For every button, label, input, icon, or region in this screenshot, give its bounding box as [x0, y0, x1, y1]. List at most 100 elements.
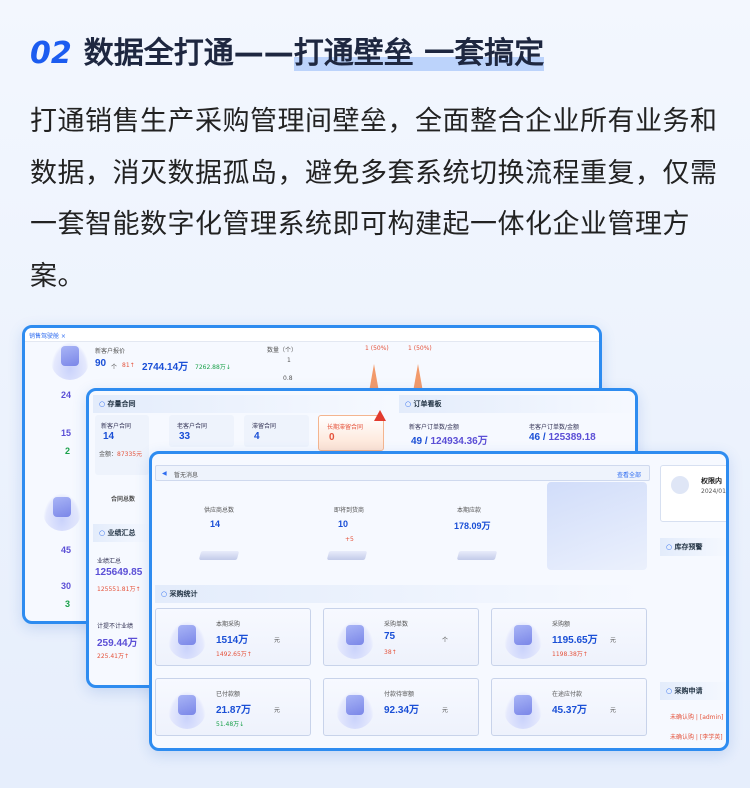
form-icon: [43, 493, 81, 531]
purchase-unit: 元: [274, 637, 281, 644]
notice-bar: ◀ 暂无消息 查看全部: [155, 465, 650, 481]
tab-sales-cockpit[interactable]: 销售驾驶舱 ×: [25, 328, 599, 342]
request-user: [admin]: [699, 714, 724, 721]
peak-label: 1 (50%): [408, 345, 432, 352]
amount-value: 87335元: [117, 451, 143, 458]
quote-amount-delta: 7262.88万↓: [195, 364, 231, 371]
stat-label: 本期应款: [457, 507, 482, 514]
perf-value: 125649.85: [95, 567, 143, 578]
stat: 3: [65, 599, 71, 609]
purchase-sub: 1492.65万↑: [216, 651, 252, 658]
contract-card[interactable]: 新客户合同 14 金额：87335元: [95, 415, 149, 475]
warning-icon: [374, 410, 386, 421]
purchase-label: 已付款额: [216, 691, 241, 698]
stat-value: 14: [210, 519, 221, 529]
purchase-card[interactable]: 采购额 1195.65万 元 1198.38万↑: [491, 608, 647, 666]
purchase-unit: 元: [610, 707, 617, 714]
perf-sub: 225.41万↑: [97, 653, 130, 660]
contract-card[interactable]: 滞留合同 4: [244, 415, 309, 447]
purchase-value: 92.34万: [384, 705, 420, 716]
order-amount: 125389.18: [548, 432, 596, 443]
section-contracts: 存量合同: [93, 395, 393, 413]
stat-value: 10: [338, 519, 349, 529]
stat-plate: [456, 551, 498, 560]
contract-total-label: 合同总数: [111, 496, 136, 503]
purchase-value: 1195.65万: [552, 635, 598, 646]
stat: 45: [61, 545, 72, 555]
purchase-icon: [504, 691, 542, 729]
purchase-icon: [504, 621, 542, 659]
speaker-icon: ◀: [162, 470, 167, 477]
stat-value: 178.09万: [454, 521, 491, 531]
purchase-icon: [336, 621, 374, 659]
contract-value: 4: [254, 431, 260, 442]
purchase-label: 采购单数: [384, 621, 409, 628]
y-tick: 1: [287, 357, 291, 364]
quote-icon: [51, 342, 89, 380]
purchase-unit: 个: [442, 637, 449, 644]
purchase-window: ◀ 暂无消息 查看全部 供应商总数 14 即将到货商 10 +5 本期应款 17…: [149, 451, 729, 751]
order-label: 老客户订单数/金额: [529, 424, 580, 431]
y-tick: 0.8: [283, 375, 293, 382]
order-count: 49: [411, 436, 423, 447]
order-amount: 124934.36万: [430, 436, 488, 447]
stat: 15: [61, 428, 72, 438]
contract-label: 滞留合同: [252, 423, 277, 430]
purchase-unit: 元: [274, 707, 281, 714]
purchase-sub: 51.48万↓: [216, 721, 245, 728]
section-performance: 业绩汇总: [93, 524, 149, 542]
perf-label: 业绩汇总: [97, 558, 122, 565]
chart-peak: [369, 364, 379, 392]
request-user: [李学英]: [699, 734, 723, 741]
description: 打通销售生产采购管理间壁垒，全面整合企业所有业务和数据，消灭数据孤岛，避免多套系…: [30, 106, 718, 292]
section-inventory: 库存预警: [660, 538, 726, 556]
order-label: 新客户订单数/金额: [409, 424, 460, 431]
view-all-link[interactable]: 查看全部: [616, 472, 641, 479]
purchase-label: 采购额: [552, 621, 571, 628]
purchase-unit: 元: [610, 637, 617, 644]
amount-label: 金额：: [99, 451, 118, 458]
stat-plate: [326, 551, 368, 560]
purchase-sub: 38↑: [384, 649, 397, 656]
purchase-value: 75: [384, 631, 396, 642]
quote-amount: 2744.14万: [142, 362, 189, 373]
perf-label: 计提不计业绩: [97, 623, 134, 630]
unit: 个: [111, 364, 118, 371]
avatar: [671, 476, 689, 494]
purchase-sub: 1198.38万↑: [552, 651, 588, 658]
purchase-value: 45.37万: [552, 705, 588, 716]
user-name: 权限内: [701, 477, 722, 485]
stat-label: 供应商总数: [204, 507, 235, 514]
request-status: 未确认购: [670, 734, 695, 741]
purchase-icon: [336, 691, 374, 729]
page-title: 02 数据全打通——打通壁垒 一套搞定: [30, 28, 545, 72]
purchase-card[interactable]: 已付款额 21.87万 元 51.48万↓: [155, 678, 311, 736]
title-main: 数据全打通——: [83, 36, 294, 71]
contract-card[interactable]: 老客户合同 33: [169, 415, 234, 447]
purchase-card[interactable]: 采购单数 75 个 38↑: [323, 608, 479, 666]
stat: 30: [61, 581, 72, 591]
user-card: 权限内 2024/01/: [660, 465, 726, 522]
request-item[interactable]: 未确认购 | [admin]: [670, 714, 724, 721]
contract-label: 长期滞留合同: [327, 424, 364, 431]
long-stay-contract-card[interactable]: 长期滞留合同 0: [318, 415, 384, 451]
purchase-label: 付款待审额: [384, 691, 415, 698]
contract-value: 0: [329, 432, 335, 443]
stat: 24: [61, 390, 72, 400]
purchase-value: 21.87万: [216, 705, 252, 716]
section-purchase: 采购统计: [155, 585, 645, 603]
title-highlight: 打通壁垒 一套搞定: [293, 36, 545, 71]
section-number: 02: [30, 36, 72, 71]
request-item[interactable]: 未确认购 | [李学英]: [670, 734, 723, 741]
contract-label: 老客户合同: [177, 423, 208, 430]
chart-ylabel: 数量（个）: [267, 347, 298, 354]
stat-plate: [198, 551, 240, 560]
order-count: 46: [529, 432, 541, 443]
purchase-icon: [168, 621, 206, 659]
contract-value: 33: [179, 431, 191, 442]
request-status: 未确认购: [670, 714, 695, 721]
perf-value: 259.44万: [97, 638, 138, 649]
